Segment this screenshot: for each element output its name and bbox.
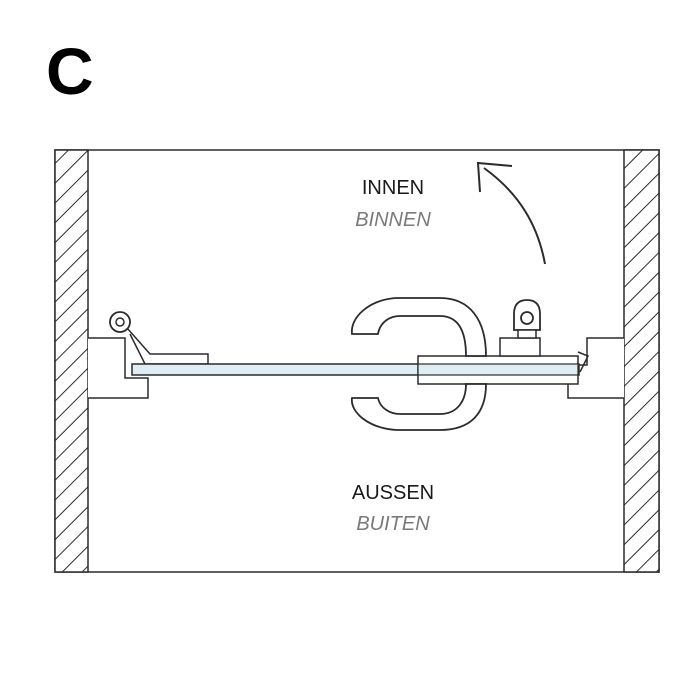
outside-label-secondary: BUITEN bbox=[356, 513, 430, 535]
lock-housing bbox=[417, 351, 590, 385]
door-handle-icon bbox=[351, 297, 487, 431]
curved-arrow-icon bbox=[476, 161, 546, 265]
outside-label: AUSSEN bbox=[352, 482, 434, 504]
glass-door-panel bbox=[131, 363, 580, 376]
left-door-jamb bbox=[88, 337, 149, 399]
inside-label-secondary: BINNEN bbox=[355, 209, 431, 231]
lock-cylinder-icon bbox=[499, 299, 541, 357]
left-wall bbox=[54, 149, 89, 573]
right-wall bbox=[623, 149, 660, 573]
hinge-icon bbox=[109, 311, 209, 365]
inside-label: INNEN bbox=[362, 177, 424, 199]
panel-label: C bbox=[46, 34, 94, 108]
